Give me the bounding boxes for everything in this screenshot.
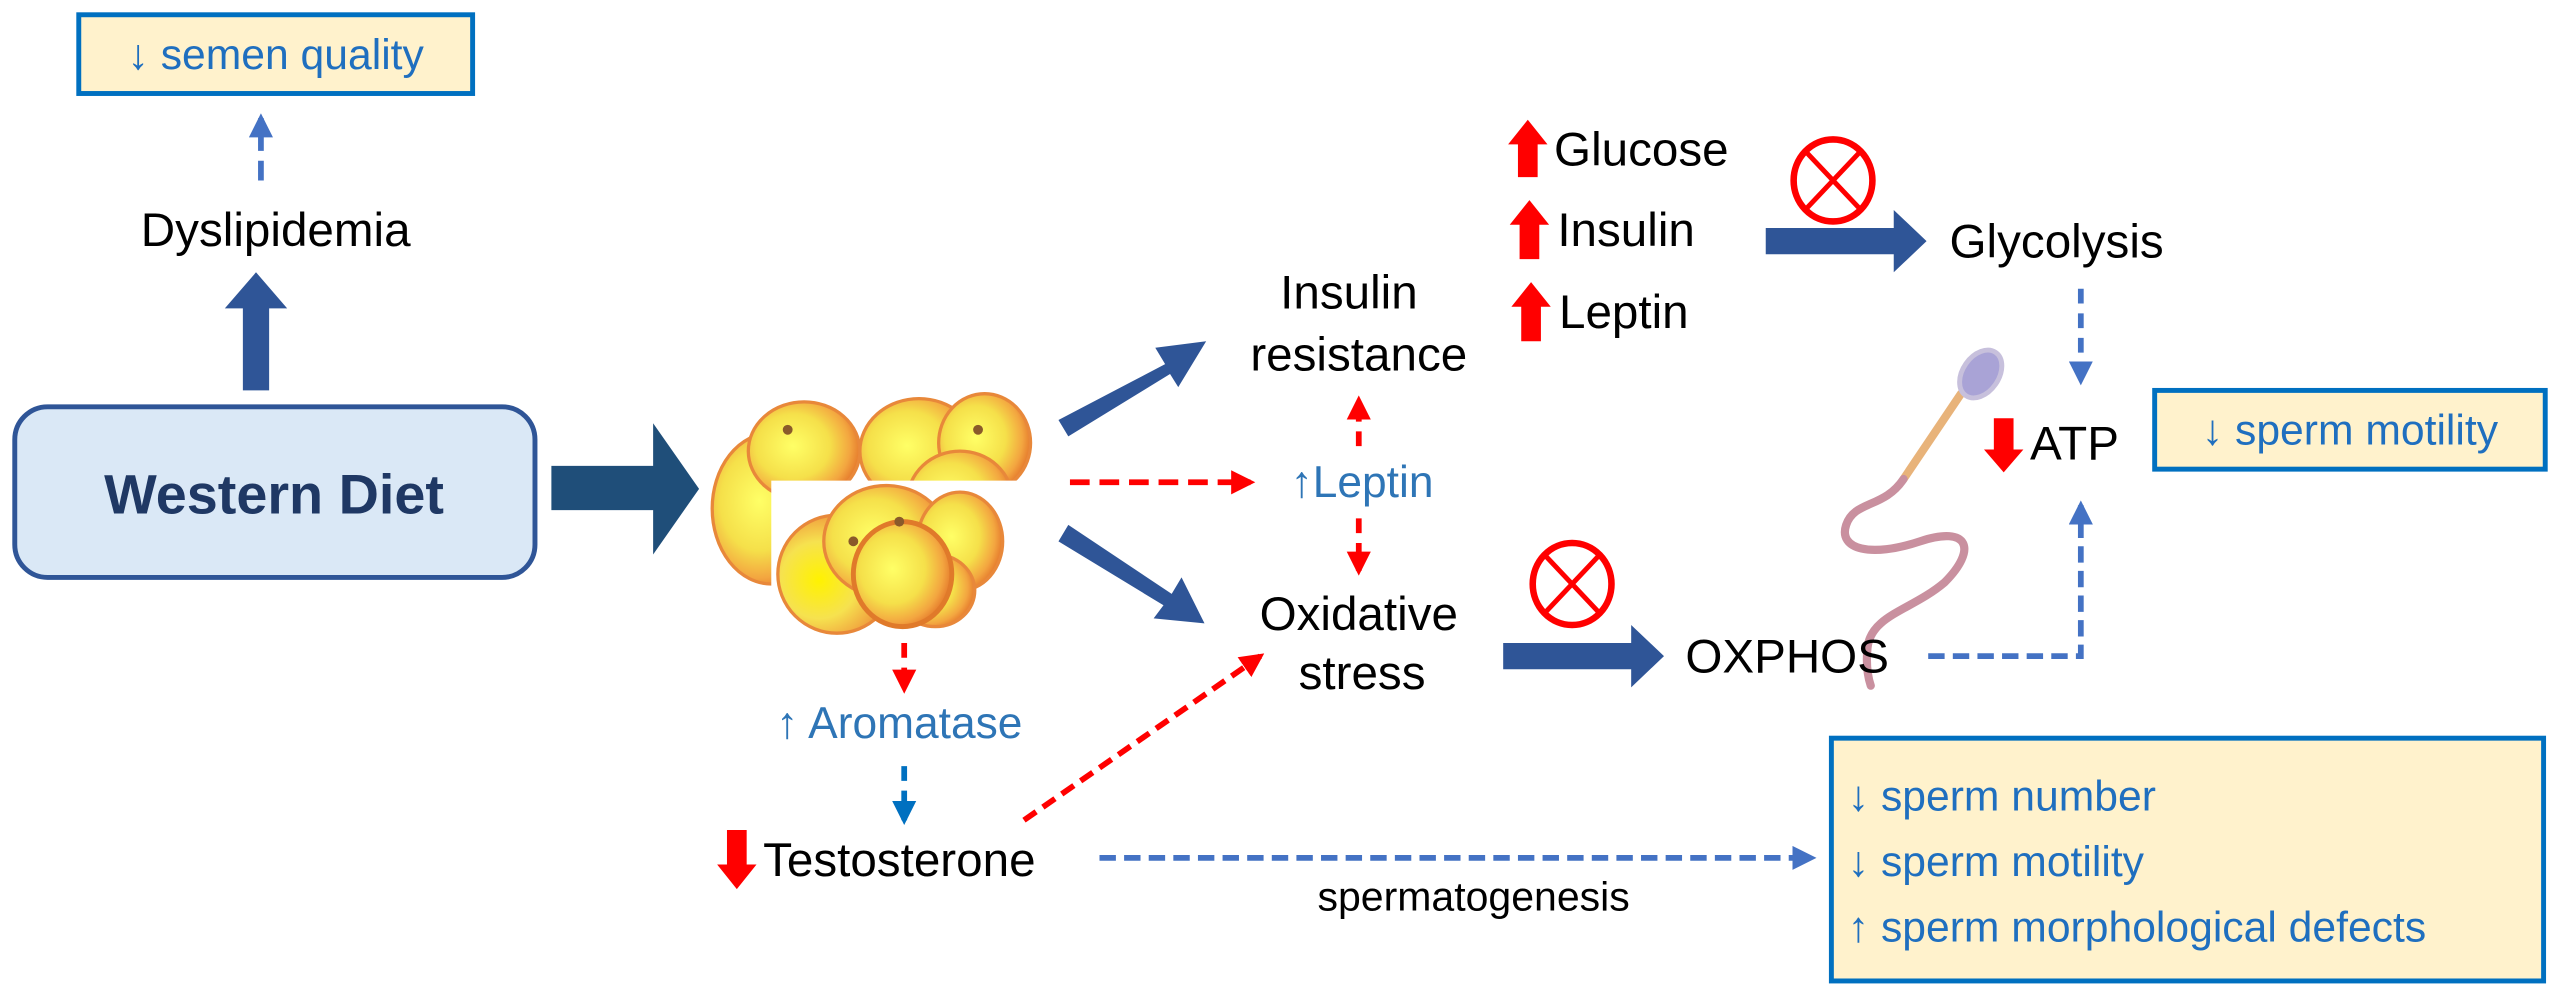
leptin-mid-label: ↑Leptin [1291, 458, 1434, 507]
inhibition-icon [1790, 136, 1876, 225]
outcome-item: ↓ sperm number [1848, 772, 2156, 820]
insulin-resistance-line1: Insulin [1280, 266, 1418, 319]
sperm-icon [1840, 347, 2005, 690]
arrow-adipocytes-to-insulin-resistance [1058, 341, 1207, 437]
oxidative-stress-line2: stress [1299, 647, 1426, 700]
outcome-item: ↑ sperm morphological defects [1848, 904, 2426, 952]
down-arrow-icon [1984, 418, 2024, 473]
arrow-oxphos-to-atp [1928, 500, 2093, 660]
arrow-to-oxphos [1503, 624, 1664, 688]
insulin-resistance-line2: resistance [1250, 329, 1467, 382]
arrow-testosterone-to-oxidative-stress [1022, 653, 1265, 823]
arrow-western-diet-to-dyslipidemia [224, 272, 288, 391]
sperm-motility-label: ↓ sperm motility [2202, 407, 2499, 455]
arrow-western-diet-to-adipocytes [551, 423, 700, 555]
testosterone-label: Testosterone [763, 834, 1035, 887]
outcomes-box: ↓ sperm number ↓ sperm motility ↑ sperm … [1828, 735, 2547, 984]
up-arrow-icon [1509, 200, 1550, 260]
glucose-label: Glucose [1554, 124, 1729, 177]
arrow-adipocytes-to-oxidative-stress [1058, 524, 1205, 624]
up-arrow-icon [1511, 282, 1551, 342]
semen-quality-box: ↓ semen quality [76, 12, 476, 96]
inhibition-icon [1529, 539, 1615, 629]
arrow-to-glycolysis [1765, 209, 1927, 273]
adipocytes-icon [708, 392, 1033, 644]
glycolysis-label: Glycolysis [1950, 216, 2164, 269]
atp-label: ATP [2030, 417, 2119, 470]
oxphos-label: OXPHOS [1685, 631, 1889, 684]
spermatogenesis-label: spermatogenesis [1317, 873, 1629, 919]
leptin-top-label: Leptin [1559, 286, 1689, 339]
insulin-label: Insulin [1557, 204, 1695, 257]
outcome-item: ↓ sperm motility [1848, 838, 2145, 886]
down-arrow-icon [717, 830, 757, 890]
dyslipidemia-label: Dyslipidemia [141, 204, 411, 257]
aromatase-label: ↑ Aromatase [776, 699, 1022, 748]
western-diet-box: Western Diet [12, 404, 538, 580]
metabolic-markers: Glucose Insulin Leptin [1508, 119, 1729, 342]
semen-quality-label: ↓ semen quality [128, 31, 425, 79]
sperm-motility-box: ↓ sperm motility [2152, 387, 2548, 472]
up-arrow-icon [1508, 119, 1548, 178]
western-diet-label: Western Diet [104, 463, 444, 525]
oxidative-stress-line1: Oxidative [1260, 588, 1458, 641]
